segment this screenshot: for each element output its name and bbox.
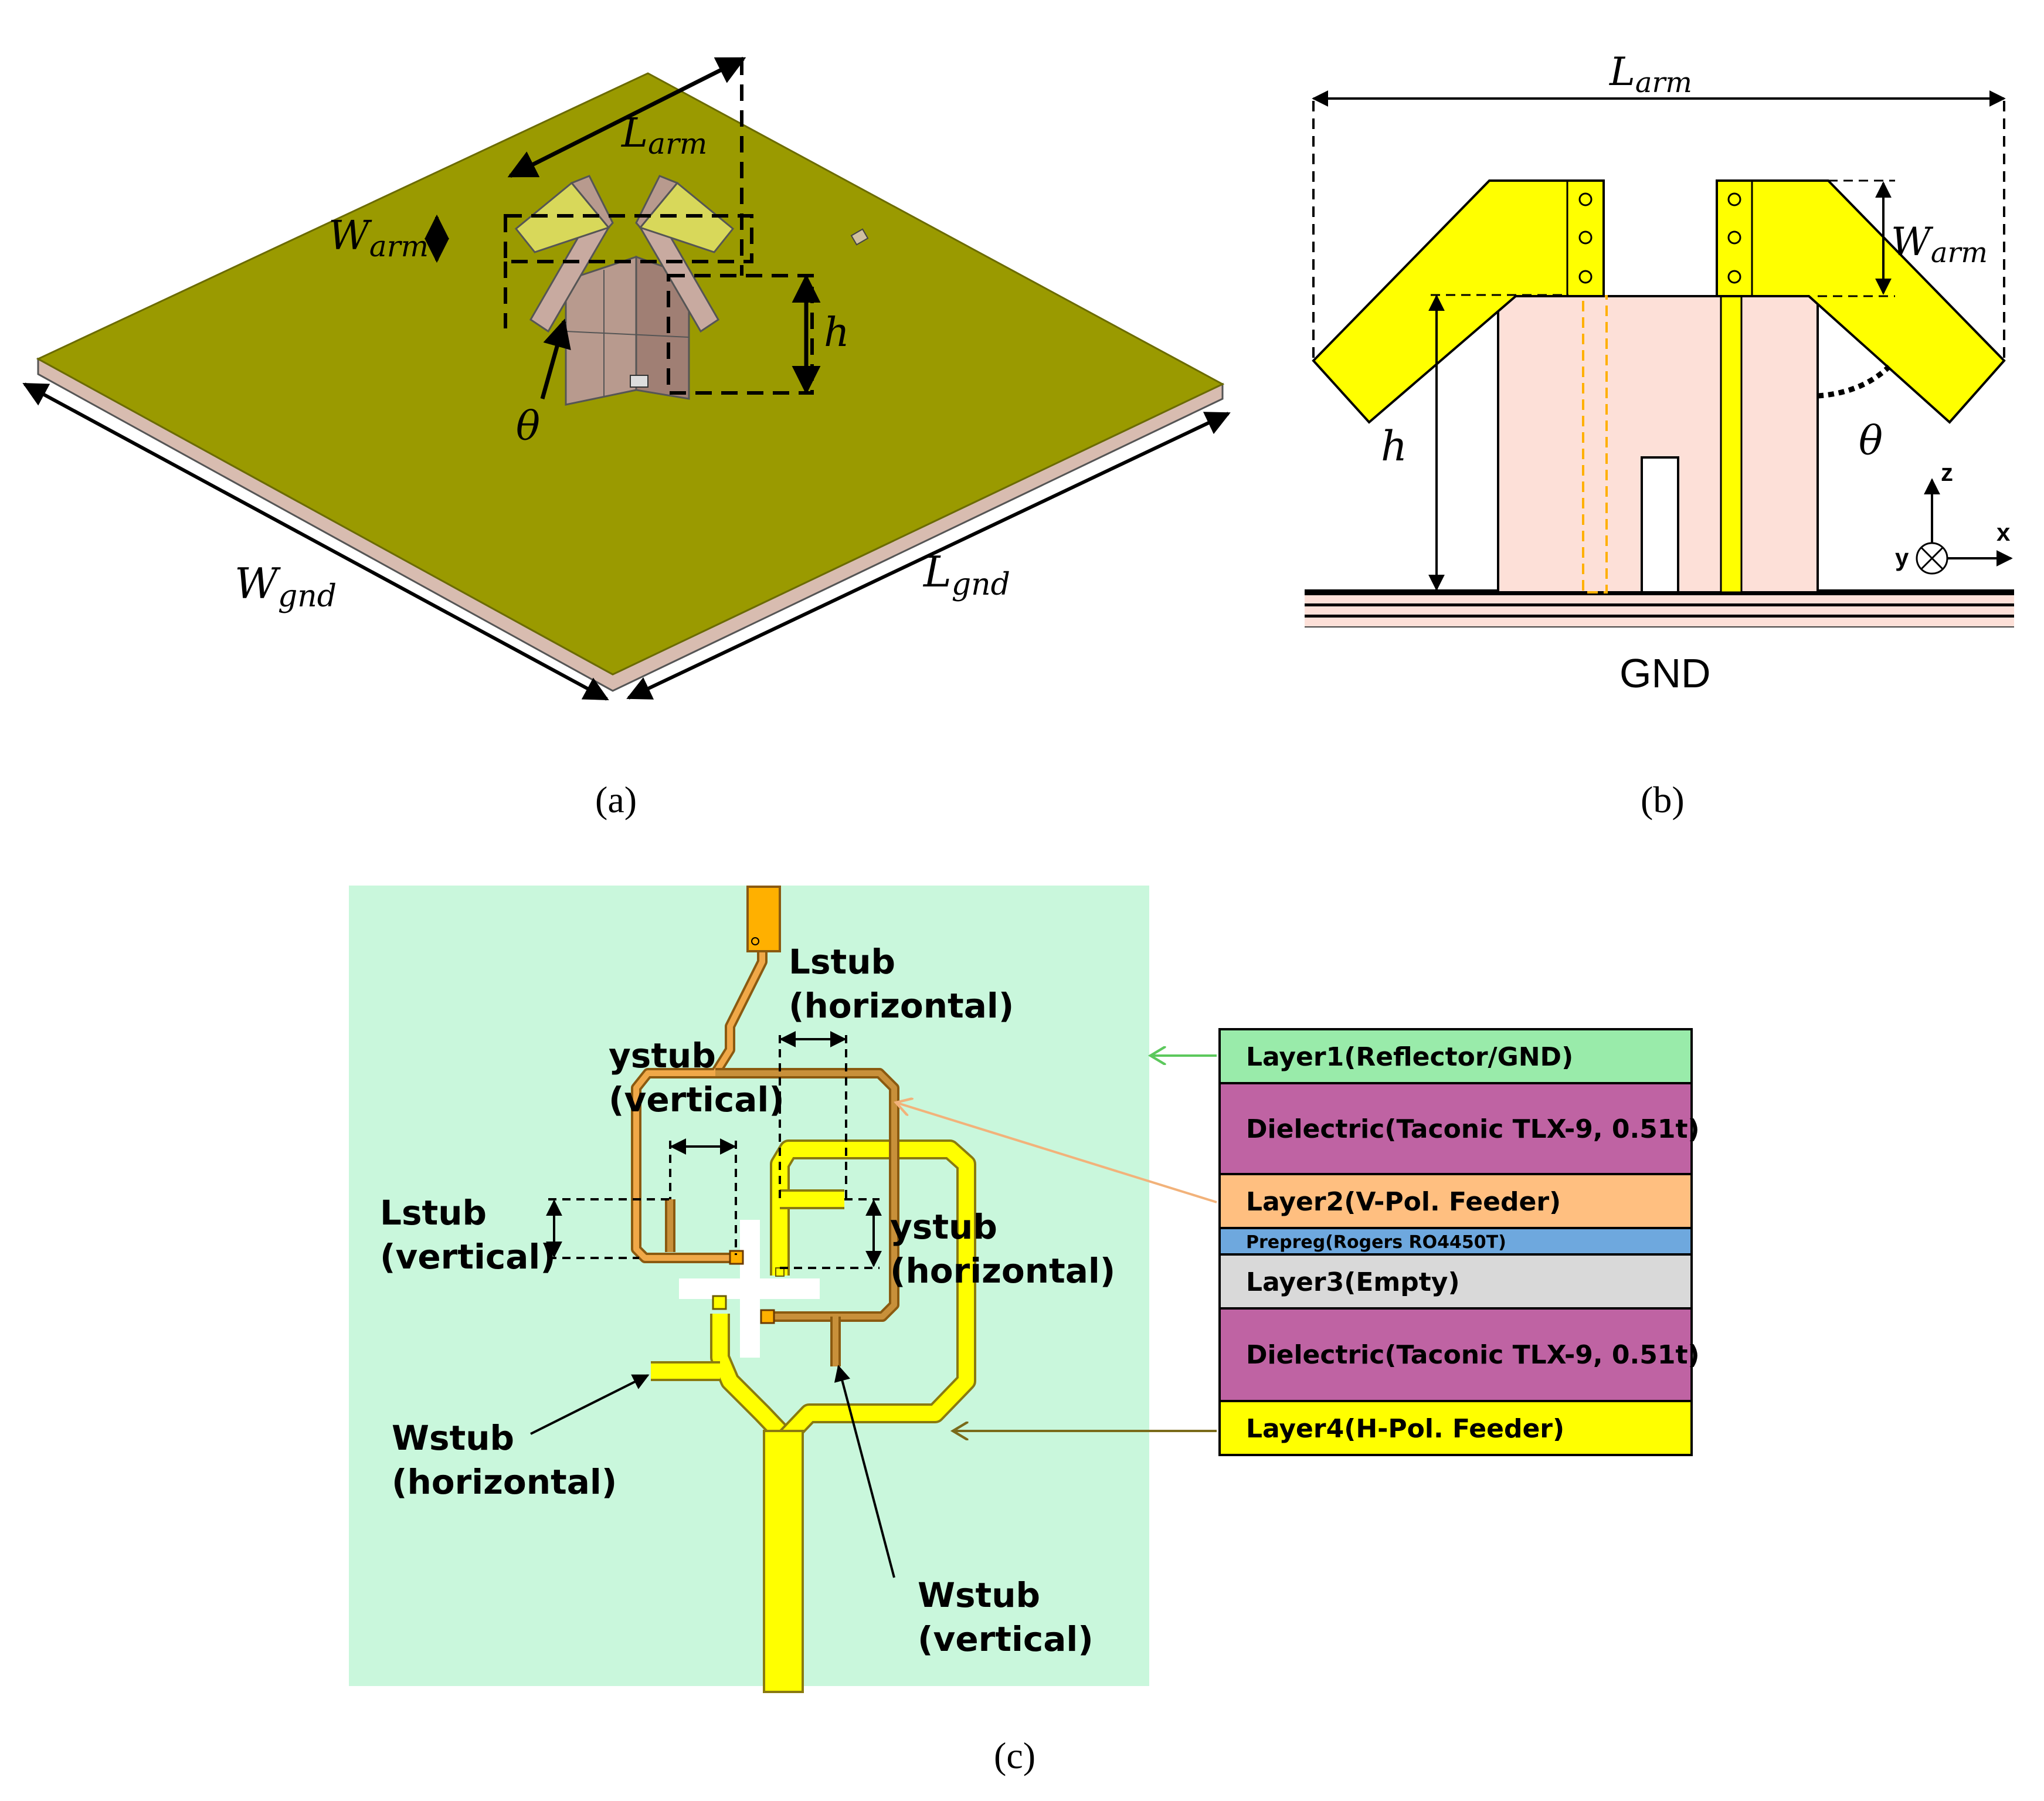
c-v-pol-feeder: [631, 947, 899, 1366]
b-gnd-layer-6: [1305, 618, 2014, 627]
w-gnd-dimension-arrow: [22, 382, 609, 701]
b-gnd-layer-4: [1305, 606, 2014, 615]
b-via-right-2: [1727, 230, 1741, 245]
c-lstub-vertical-label: Lstub: [380, 1193, 487, 1233]
b-gnd-layer-3: [1305, 603, 2014, 606]
c-dimensions: [530, 1031, 895, 1578]
l-arm-dimension-arrow: [507, 56, 746, 178]
layer-dielectric-1: Dielectric(Taconic TLX-9, 0.51t): [1218, 1082, 1700, 1175]
c-lstub-horizontal-label: Lstub: [789, 942, 895, 982]
svg-text:Layer1(Reflector/GND): Layer1(Reflector/GND): [1246, 1042, 1573, 1072]
b-slot: [1641, 456, 1679, 593]
c-v-feed-via: [729, 1250, 744, 1265]
layer-2: Layer2(V-Pol. Feeder): [1218, 1173, 1693, 1229]
svg-text:x: x: [1997, 518, 2011, 546]
c-layer-stack: Layer1(Reflector/GND) Dielectric(Taconic…: [1218, 1028, 1700, 1456]
b-axes: z y x: [1895, 459, 2013, 575]
b-gnd-layer-5: [1305, 615, 2014, 618]
svg-text:(vertical): (vertical): [380, 1237, 556, 1277]
svg-text:(vertical): (vertical): [609, 1080, 785, 1120]
w-arm-box: [504, 214, 753, 263]
b-via-left-1: [1578, 192, 1593, 206]
svg-text:Layer2(V-Pol. Feeder): Layer2(V-Pol. Feeder): [1246, 1187, 1561, 1217]
b-via-right-3: [1727, 270, 1741, 284]
b-feed-strip: [1720, 295, 1743, 593]
antenna-element-3d: [514, 175, 735, 406]
caption-a: (a): [595, 779, 637, 820]
theta-label: θ: [516, 403, 540, 450]
svg-text:Dielectric(Taconic TLX-9, 0.51: Dielectric(Taconic TLX-9, 0.51t): [1246, 1114, 1700, 1144]
b-feed-dashed: [1582, 295, 1608, 593]
b-h-label: h: [1381, 422, 1407, 470]
b-theta-arc: [1817, 364, 1892, 399]
svg-text:(horizontal): (horizontal): [890, 1251, 1115, 1291]
c-ystub-vertical-label: ystub: [609, 1036, 716, 1076]
h-label: h: [824, 310, 850, 356]
caption-c: (c): [994, 1735, 1035, 1776]
b-gnd-layer-2: [1305, 595, 2014, 603]
w-gnd-label: Wgnd: [235, 559, 337, 614]
l-arm-label: Larm: [620, 110, 707, 161]
b-via-left-3: [1578, 270, 1593, 284]
svg-text:Prepreg(Rogers RO4450T): Prepreg(Rogers RO4450T): [1246, 1232, 1506, 1253]
svg-text:(horizontal): (horizontal): [392, 1462, 617, 1502]
b-left-arm: [1312, 179, 1605, 424]
layer-dielectric-2: Dielectric(Taconic TLX-9, 0.51t): [1218, 1307, 1700, 1402]
layer-1: Layer1(Reflector/GND): [1218, 1028, 1693, 1084]
b-via-left-2: [1578, 230, 1593, 245]
layer-prepreg: Prepreg(Rogers RO4450T): [1218, 1227, 1693, 1256]
c-h-feed-line: [763, 1430, 804, 1693]
svg-text:Layer4(H-Pol. Feeder): Layer4(H-Pol. Feeder): [1246, 1414, 1564, 1444]
c-h-feed-via: [712, 1295, 727, 1310]
layer-3: Layer3(Empty): [1218, 1253, 1693, 1310]
b-l-arm-label: Larm: [1609, 49, 1692, 99]
c-ystub-horizontal-label: ystub: [890, 1207, 997, 1247]
caption-b: (b): [1641, 779, 1685, 820]
c-wstub-horizontal-label: Wstub: [392, 1418, 514, 1458]
w-arm-label: Warm: [328, 213, 429, 263]
c-v-feed-pad: [746, 886, 781, 952]
c-layer2-arrow: [896, 1103, 1217, 1203]
svg-text:Layer3(Empty): Layer3(Empty): [1246, 1267, 1460, 1297]
svg-text:(vertical): (vertical): [918, 1619, 1094, 1659]
b-via-right-1: [1727, 192, 1741, 206]
svg-text:y: y: [1895, 544, 1909, 571]
svg-text:Dielectric(Taconic TLX-9, 0.51: Dielectric(Taconic TLX-9, 0.51t): [1246, 1340, 1700, 1370]
panel-c: Lstub (horizontal) ystub (vertical) Lstu…: [349, 886, 1700, 1776]
l-gnd-dimension-arrow: [626, 412, 1231, 700]
c-wstub-vertical-label: Wstub: [918, 1575, 1040, 1615]
panel-b: Larm GND Warm h: [1305, 49, 2014, 820]
c-slot-vertical: [740, 1220, 760, 1358]
b-gnd-label: GND: [1619, 650, 1711, 696]
b-w-arm-label: Warm: [1891, 219, 1988, 269]
panel-a: Larm Warm h θ Wgnd Lgnd (a): [22, 56, 1231, 820]
svg-text:z: z: [1941, 459, 1953, 486]
port-marker: [850, 228, 869, 246]
b-theta-label: θ: [1859, 418, 1883, 464]
l-gnd-label: Lgnd: [922, 547, 1010, 602]
layer-4: Layer4(H-Pol. Feeder): [1218, 1400, 1693, 1456]
svg-text:(horizontal): (horizontal): [789, 986, 1014, 1026]
